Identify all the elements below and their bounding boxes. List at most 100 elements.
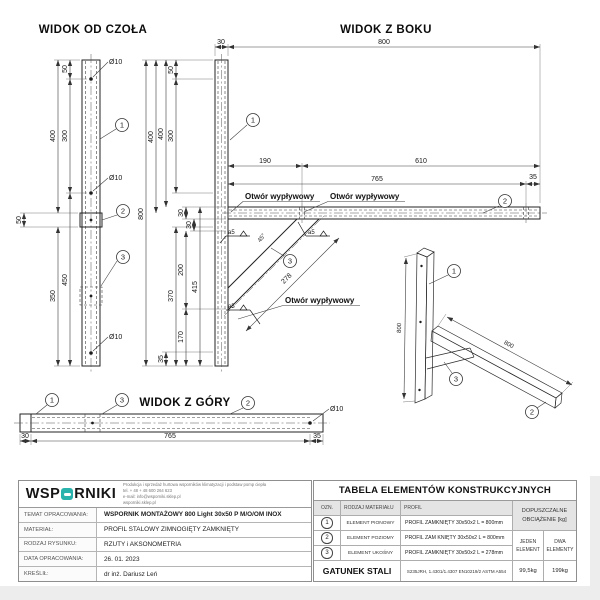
title-block-row: MATERIAŁ: PROFIL STALOWY ZIMNOGIĘTY ZAMK…: [19, 522, 311, 538]
table-title: TABELA ELEMENTÓW KONSTRUKCYJNYCH: [314, 481, 576, 501]
dim-label: 35: [313, 433, 321, 440]
weld-label: a5: [228, 304, 235, 310]
row-label: TEMAT OPRACOWANIA:: [19, 508, 97, 522]
table-cell-ozn: 3: [314, 546, 341, 561]
balloon-1-label: 1: [452, 267, 456, 276]
row-value: PROFIL STALOWY ZIMNOGIĘTY ZAMKNIĘTY: [104, 526, 240, 534]
balloon-2: [498, 194, 512, 208]
dim-label: 200: [178, 264, 185, 276]
outflow-hole-label: Otwór wypływowy: [285, 296, 355, 305]
hole-dia-label: Ø10: [109, 59, 122, 66]
dim-label: 50: [16, 216, 23, 224]
dim-label: 30: [178, 209, 185, 217]
balloon-3-label: 3: [288, 257, 292, 266]
load-two-elements: 199kg: [552, 568, 568, 574]
balloon-3: [449, 372, 463, 386]
axon-brace-edge: [426, 356, 475, 370]
dim-label: 370: [168, 290, 175, 302]
company-line: e-mail: info@wsporniki.sklep.pl: [123, 494, 181, 499]
steel-grade-value: S235JRH, 1.4301/1.4307 EN10219/2 ASTM A5…: [401, 561, 513, 581]
logo-o-icon: [61, 488, 74, 500]
axon-arm-top: [431, 325, 563, 399]
title-block-row: RODZAJ RYSUNKU: RZUTY i AKSONOMETRIA: [19, 537, 311, 553]
outflow-hole-label: Otwór wypływowy: [330, 192, 400, 201]
row-value: RZUTY i AKSONOMETRIA: [104, 540, 182, 548]
balloon-1: [246, 113, 260, 127]
row-label: DATA OPRACOWANIA:: [19, 552, 97, 567]
steel-grade-label: GATUNEK STALI: [314, 561, 401, 581]
balloon-1-label: 1: [251, 116, 255, 125]
table-cell-ozn: 1: [314, 516, 341, 531]
title-block-row: KREŚLIŁ: dr inż. Dariusz Leń: [19, 567, 311, 581]
hole-dia-label: Ø10: [109, 334, 122, 341]
row-label: RODZAJ RYSUNKU:: [19, 537, 97, 552]
balloon-1: [447, 264, 461, 278]
dim-label: 278: [280, 272, 293, 285]
row-label: KREŚLIŁ:: [19, 567, 97, 581]
dim-label: 400: [50, 130, 57, 142]
front-hole-bottom: [89, 351, 93, 355]
table-cell-material: ELEMENT PIONOWY: [341, 516, 401, 531]
dim-label: 765: [371, 176, 383, 183]
balloon-3: [116, 250, 130, 264]
logo-text-left: WSP: [25, 486, 61, 502]
dim-label: 400: [148, 131, 155, 143]
dim-label: 800: [138, 208, 145, 220]
row-value: dr inż. Dariusz Leń: [104, 570, 158, 578]
weld-label: a5: [308, 230, 315, 236]
side-view: WIDOK Z BOKU 278 45° a5 a5: [138, 24, 547, 372]
company-line: tel. + 48 + 48 600 264 623: [123, 487, 172, 493]
balloon-3: [283, 254, 297, 268]
front-hole-mid: [89, 191, 93, 195]
axon-post-side: [424, 251, 435, 400]
element-1-badge: 1: [321, 517, 333, 529]
axonometric-view: 800 800 1 3 2: [397, 247, 574, 419]
table-grid: OZN. RODZAJ MATERIAŁU PROFIL DOPUSZCZALN…: [314, 501, 576, 581]
front-hole-top: [89, 77, 93, 81]
row-value: 26. 01. 2023: [104, 555, 140, 563]
top-view-title: WIDOK Z GÓRY: [139, 396, 230, 409]
balloon-3-label: 3: [120, 396, 124, 405]
axon-post-top: [416, 247, 435, 258]
front-view-title: WIDOK OD CZOŁA: [39, 24, 147, 36]
dim-label: 800: [397, 322, 403, 333]
dim-label: 35: [529, 174, 537, 181]
sub-header-two-elements: DWA ELEMENTY: [544, 531, 576, 561]
dim-label: 170: [178, 331, 185, 343]
company-info: Produkcja i sprzedaż hurtowa wsporników …: [123, 482, 311, 506]
dim-label: 190: [259, 158, 271, 165]
dim-label: 300: [168, 130, 175, 142]
col-header-ozn: OZN.: [314, 501, 341, 516]
dim-label: 400: [158, 128, 165, 140]
dim-label: 300: [62, 130, 69, 142]
dim-label: 765: [164, 433, 176, 440]
table-cell-ozn: 2: [314, 531, 341, 546]
balloon-1-label: 1: [120, 121, 124, 130]
outflow-hole-label: Otwór wypływowy: [245, 192, 315, 201]
table-cell-material: ELEMENT UKOŚNY: [341, 546, 401, 561]
hole-dia-label: Ø10: [109, 175, 122, 182]
sub-header-one-element: JEDEN ELEMENT: [513, 531, 544, 561]
dim-label: 30: [217, 39, 225, 46]
balloon-1-label: 1: [50, 396, 54, 405]
balloon-3-label: 3: [121, 253, 125, 262]
weld-symbol: [297, 221, 330, 237]
balloon-1: [45, 393, 59, 407]
balloon-2-label: 2: [503, 197, 507, 206]
dim-label: 50: [62, 65, 69, 73]
row-label: MATERIAŁ:: [19, 522, 97, 537]
company-line: Produkcja i sprzedaż hurtowa wsporników …: [123, 481, 267, 487]
col-header-material: RODZAJ MATERIAŁU: [341, 501, 401, 516]
balloon-2-label: 2: [530, 408, 534, 417]
hole-dia-label: Ø10: [330, 406, 343, 413]
dim-label: 35: [158, 355, 165, 363]
weld-symbol: [219, 230, 250, 244]
table-cell-profil: PROFIL ZAMKNIĘTY 30x50x2 L = 800mm: [401, 516, 513, 531]
page-margin-bottom: [0, 586, 600, 600]
weld-label: a5: [228, 230, 235, 236]
table-cell-profil: PROFIL ZAM KNIĘTY 30x50x2 L = 800mm: [401, 531, 513, 546]
dim-label: 800: [503, 340, 515, 350]
col-header-load: DOPUSZCZALNE OBCIĄŻENIE [kg]: [513, 501, 576, 531]
